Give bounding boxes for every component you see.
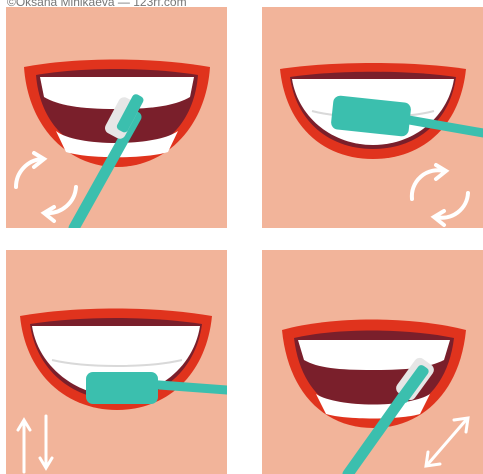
step-panel-2 — [262, 7, 483, 228]
step-panel-3 — [6, 250, 227, 474]
step-panel-1 — [6, 7, 227, 228]
step-panel-4 — [262, 250, 483, 474]
